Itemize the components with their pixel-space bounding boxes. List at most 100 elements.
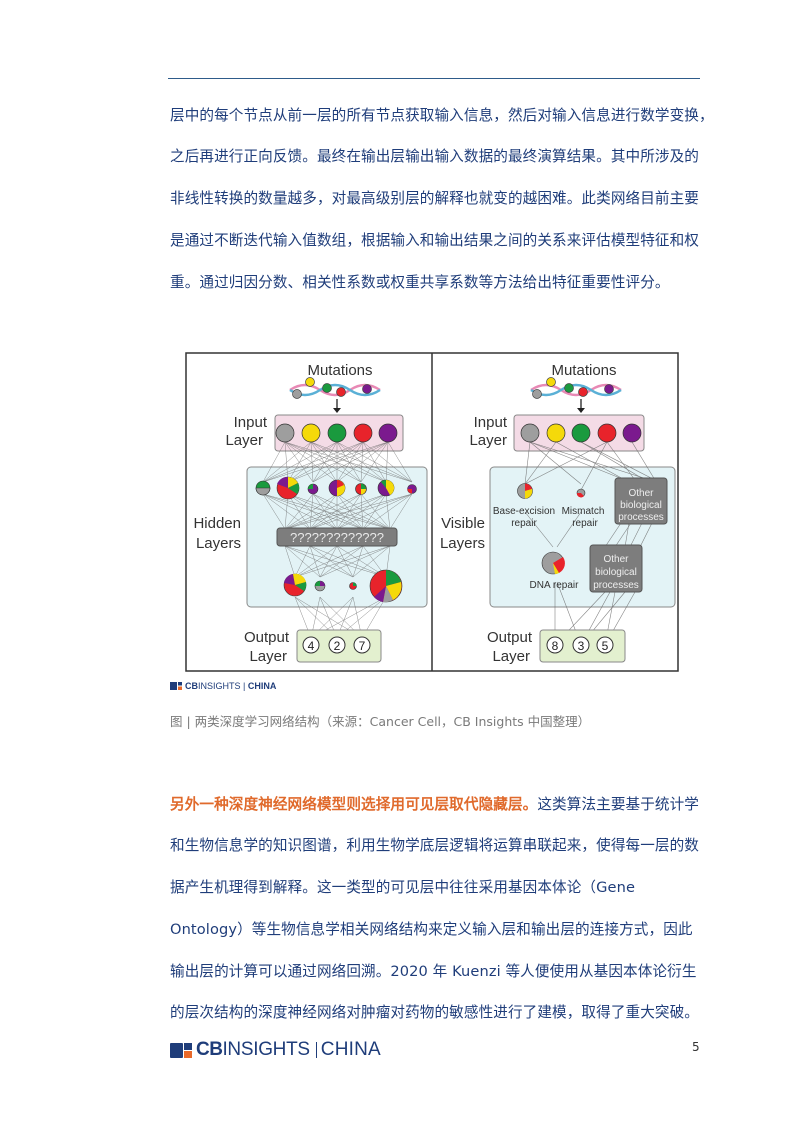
right-panel: Mutations Input Layer Visible Layers [440,362,676,665]
connection-line [284,441,289,483]
highlight-text: 另外一种深度神经网络模型则选择用可见层取代隐藏层。 [170,796,538,813]
dna-helix-icon [289,377,381,399]
connection-line [310,441,338,483]
connection-line [309,545,354,578]
other-processes-label: Other [628,488,654,499]
connection-line [284,493,289,530]
right-mutations-label: Mutations [551,362,616,379]
logo-cb: CB [185,681,198,691]
output-node-label: 3 [578,639,585,653]
visible-label: Layers [440,535,485,552]
connection-line [312,441,389,483]
connection-line [360,441,389,483]
footer-logo-china: CHINA [320,1039,381,1060]
left-input-label: Layer [225,432,263,449]
right-input-label: Layer [469,432,507,449]
connection-line [309,545,321,578]
output-node-label: 7 [359,639,366,653]
connection-line [360,493,364,530]
footer-logo-divider [315,1042,317,1058]
output-node-label: 4 [308,639,315,653]
input-node [275,423,295,443]
hidden-label: Hidden [193,515,241,532]
paragraph-line: 之后再进行正向反馈。最终在输出层输出输入数据的最终演算结果。其中所涉及的 [170,148,699,165]
connection-line [362,493,413,530]
base-excision-label: Base-excision [493,506,555,517]
input-node [327,423,347,443]
base-excision-label: repair [511,518,537,529]
other-processes-box-2 [589,544,643,593]
connection-line [284,493,338,530]
connection-line [284,441,362,483]
dna-repair-node [541,551,565,575]
cb-logo-icon [170,682,182,690]
dna-helix-icon [530,377,622,399]
network-figure: Mutations Input Layer Hidden Layers ????… [185,352,679,672]
connection-line [284,493,314,530]
page-number: 5 [692,1040,700,1054]
connection-line [262,441,364,483]
logo-china: CHINA [247,681,277,691]
input-node [353,423,373,443]
unknown-box [276,527,398,547]
header-rule [168,78,700,79]
left-input-nodes [275,423,398,443]
figure-caption: 图 | 两类深度学习网络结构（来源：Cancer Cell，CB Insight… [170,714,591,729]
connection-line [262,441,389,483]
paragraph-text: 这类算法主要基于统计学 [537,796,699,813]
paragraph-line: 层中的每个节点从前一层的所有节点获取输入信息，然后对输入信息进行数学变换， [170,107,714,124]
base-excision-node [517,483,533,499]
mismatch-label: repair [572,518,598,529]
connection-line [360,441,364,483]
other-processes-label: Other [603,554,629,565]
connection-line [387,441,413,483]
left-output-nodes: 4 2 7 [302,636,371,654]
connection-line [284,441,387,483]
output-node-label: 8 [552,639,559,653]
connection-line [336,493,391,530]
connection-line [352,545,391,578]
connection-line [319,545,364,578]
output-node-label: 2 [334,639,341,653]
input-node [378,423,398,443]
paragraph-line: 输出层的计算可以通过网络回溯。2020 年 Kuenzi 等人便使用从基因本体论… [170,963,697,980]
connection-line [262,493,286,530]
hidden-row-1-nodes [255,476,417,500]
footer-logo-cb: CB [196,1039,223,1060]
connection-line [284,545,296,578]
connection-line [262,441,286,483]
paragraph-line: 重。通过归因分数、相关性系数或权重共享系数等方法给出特征重要性评分。 [170,274,670,291]
connection-line [284,441,314,483]
paragraph-line: 是通过不断迭代输入值数组，根据输入和输出结果之间的关系来评估模型特征和权 [170,232,699,249]
connection-line [262,493,364,530]
paragraph-line: 和生物信息学的知识图谱，利用生物学底层逻辑将运算串联起来，使得每一层的数 [170,837,699,854]
unknown-box-label: ????????????? [290,530,384,545]
output-node-label: 5 [602,639,609,653]
connection-line [336,441,389,483]
connection-line [385,493,391,530]
other-processes-label: processes [593,580,639,591]
connection-line [336,493,364,530]
connection-line [385,441,389,483]
connection-line [360,493,391,530]
connection-line [319,545,391,578]
connection-line [312,493,391,530]
left-input-label: Input [234,414,268,431]
other-processes-box-1 [614,477,668,525]
left-panel: Mutations Input Layer Hidden Layers ????… [193,362,428,665]
mismatch-node [576,488,586,498]
connection-line [287,493,338,530]
figure-source-logo: CBINSIGHTS | CHINA [170,681,276,691]
connection-line [352,545,364,578]
other-processes-label: biological [620,500,662,511]
hidden-label: Layers [196,535,241,552]
connection-line [262,441,338,483]
connection-line [262,493,391,530]
connection-line [336,493,413,530]
paragraph-line: 另外一种深度神经网络模型则选择用可见层取代隐藏层。这类算法主要基于统计学 [170,795,699,815]
connection-line [287,493,391,530]
connection-line [287,441,389,483]
connection-line [312,493,338,530]
input-node [622,423,642,443]
input-node [597,423,617,443]
